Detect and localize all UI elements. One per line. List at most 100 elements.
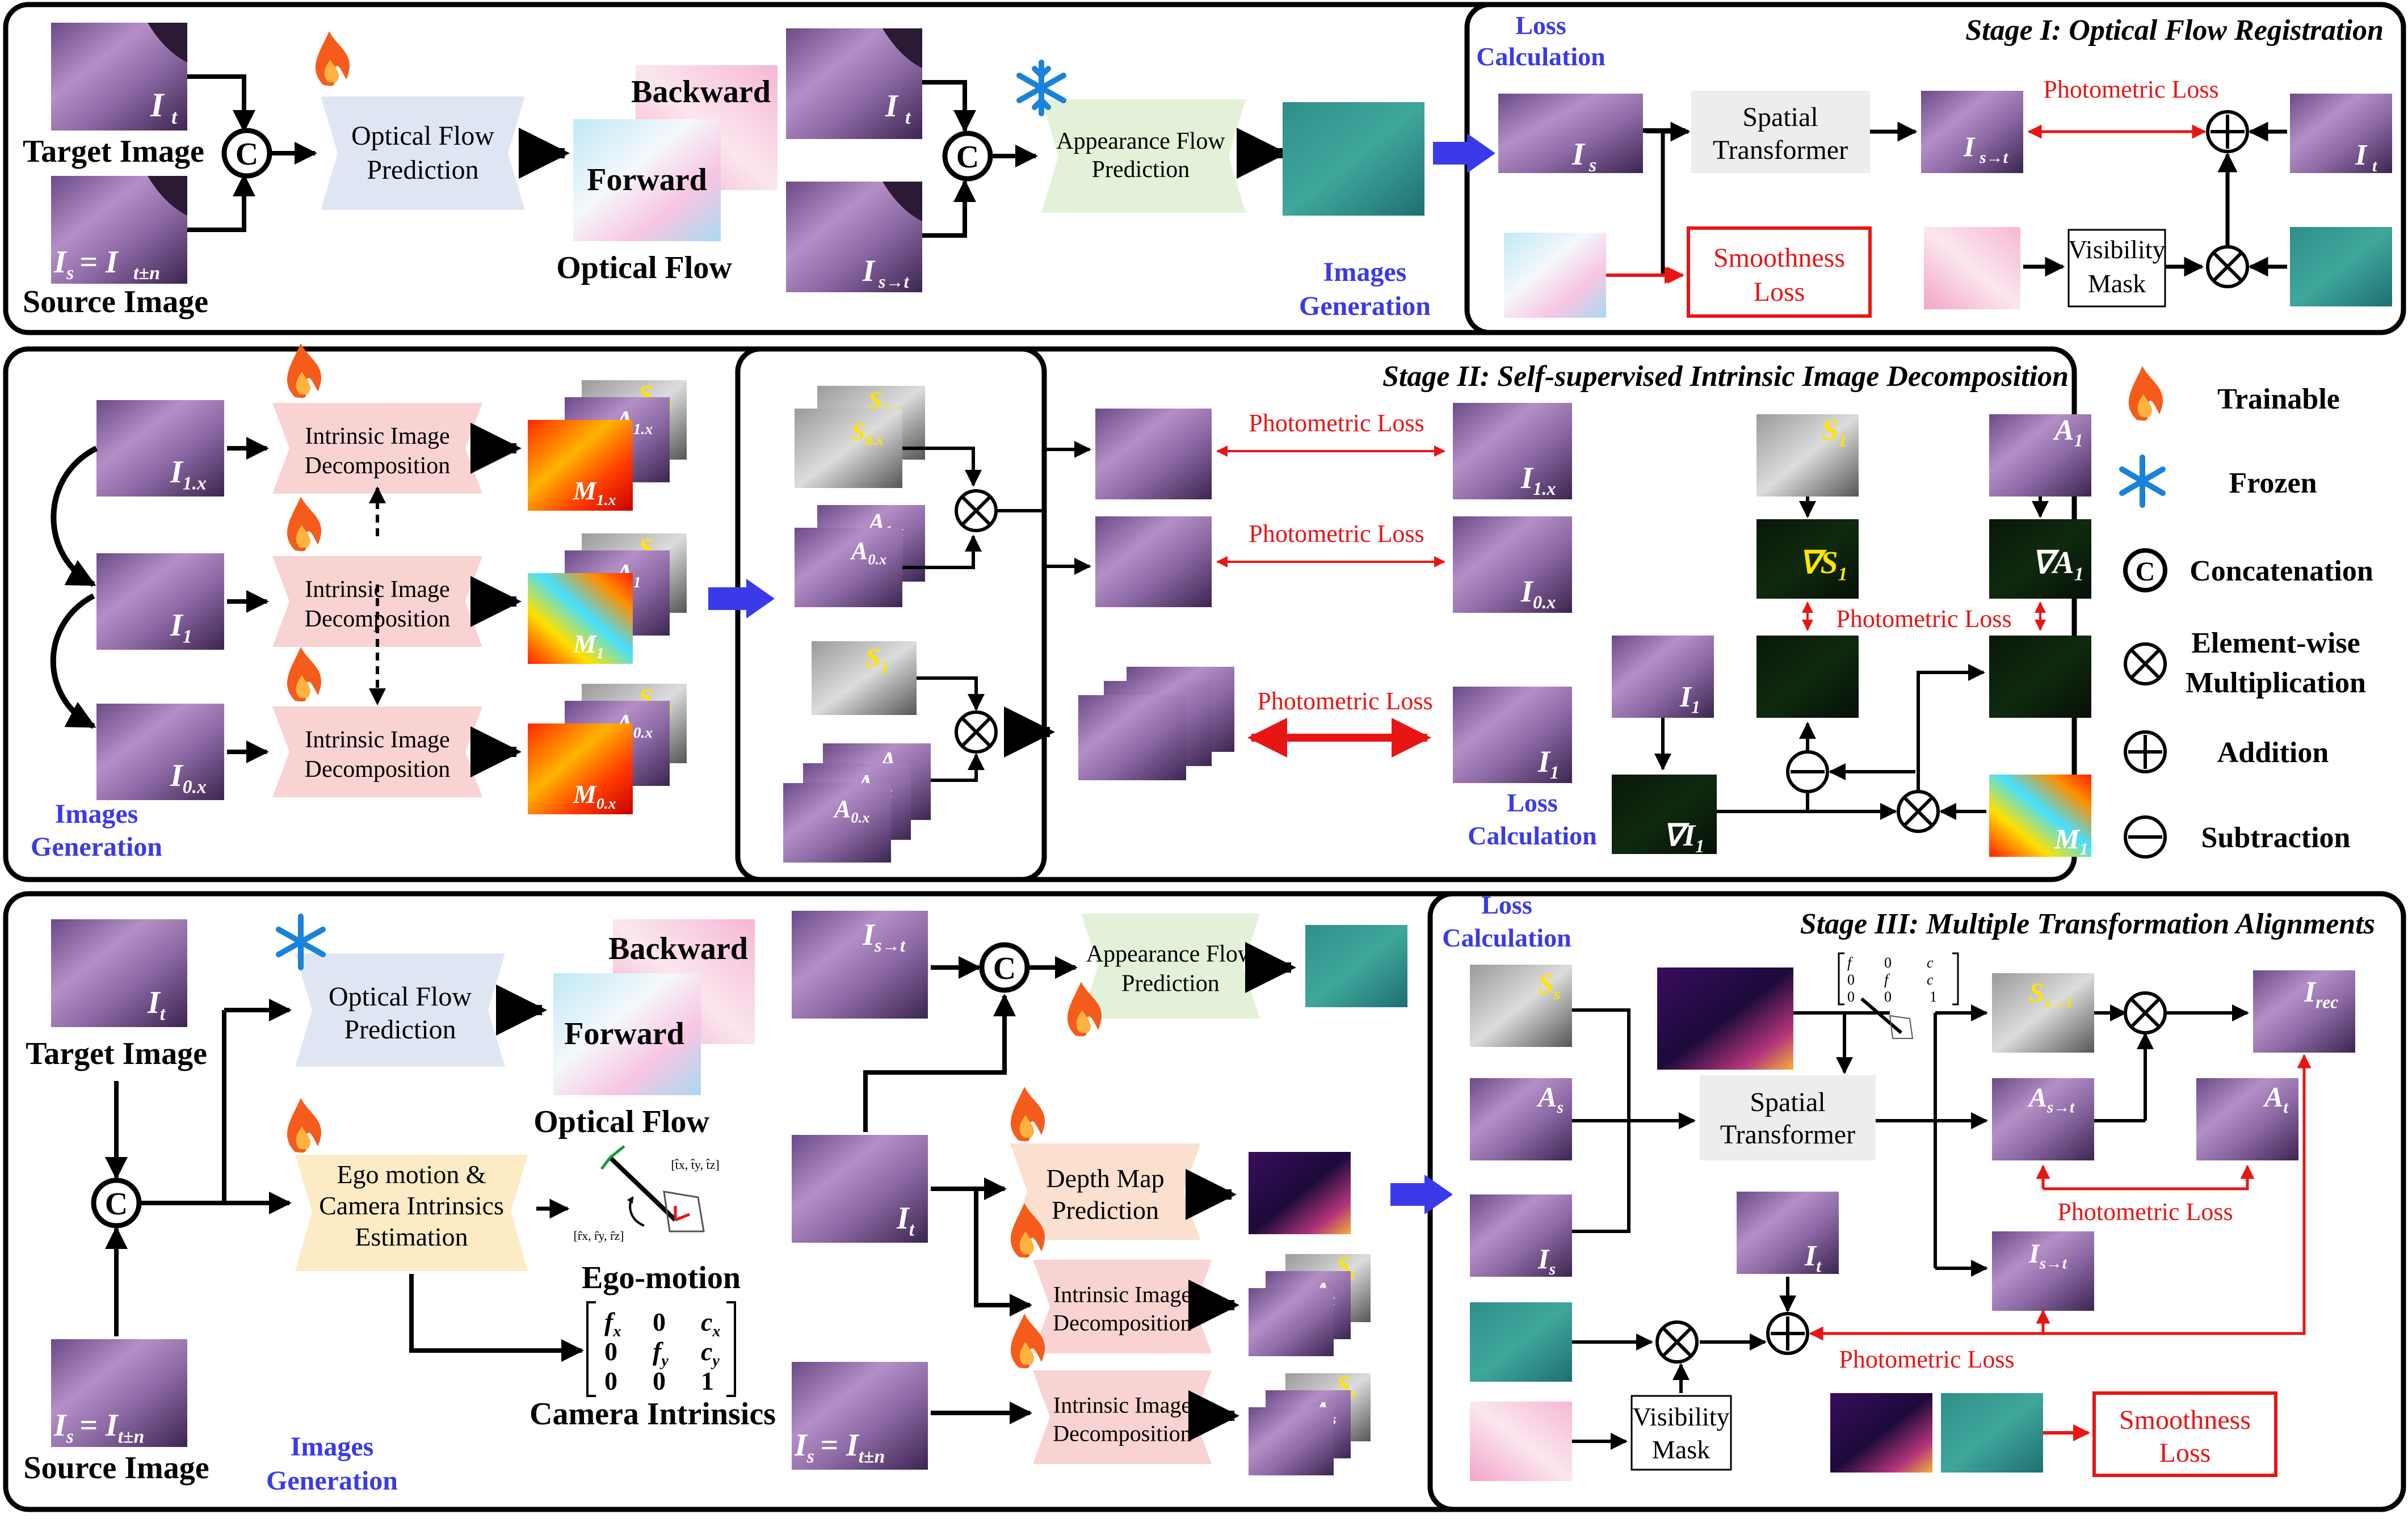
svg-text:Optical Flow: Optical Flow xyxy=(351,121,494,151)
stage3-irec-label: Irec xyxy=(2304,976,2338,1012)
stage1-concat-icon: C xyxy=(221,128,272,179)
stage3-intrinsic-box-2-label: Intrinsic Image xyxy=(1053,1393,1191,1418)
stage2-images-generation: Images xyxy=(55,799,138,829)
stage2-mask-label: M0.x xyxy=(573,780,616,812)
stage3-visibility-label-1: Visibility xyxy=(1632,1402,1729,1431)
stage3-ss-image xyxy=(1470,965,1572,1047)
svg-text:fy: fy xyxy=(653,1337,669,1370)
stage2-grad-a1-image xyxy=(1989,519,2091,599)
stage2-mask-image xyxy=(528,723,633,814)
svg-text:Generation: Generation xyxy=(1299,291,1431,321)
legend-addition-icon xyxy=(2124,730,2167,773)
ego-translation-label: [r̂x, r̂y, r̂z] xyxy=(574,1229,624,1243)
stage3-camera-intrinsics-label: Camera Intrinsics xyxy=(529,1396,776,1432)
stage1-it-loss-image: I t xyxy=(2290,94,2392,175)
legend-trainable: Trainable xyxy=(2217,383,2340,415)
svg-text:s: s xyxy=(66,263,74,284)
stage3-it-label: It xyxy=(896,1201,915,1240)
stage1-images-generation: Images xyxy=(1323,257,1407,287)
stage2-mask-label: M1 xyxy=(573,629,604,662)
stage3-visibility-label-2: Mask xyxy=(1652,1435,1710,1464)
stage3-optical-flow-box-label: Optical Flow xyxy=(329,982,472,1012)
stage2-i0x-image xyxy=(1453,516,1572,613)
stage2-intrinsic-box-label: Intrinsic Image xyxy=(305,727,449,753)
stage3-it-loss-image xyxy=(1737,1192,1839,1274)
stage3-as-image xyxy=(1470,1078,1572,1160)
stage3-intrinsic-box-1-label: Intrinsic Image xyxy=(1053,1282,1191,1307)
stage3-ego-motion-label: Ego-motion xyxy=(582,1260,741,1295)
flame-icon xyxy=(1010,1314,1045,1369)
svg-text:Prediction: Prediction xyxy=(1092,157,1190,183)
stage2-input-label: I1 xyxy=(170,608,192,647)
stage2-grad-a1-label: ∇A1 xyxy=(2032,545,2084,584)
stage2-s1-top-label: S1 xyxy=(1822,414,1847,450)
snowflake-icon xyxy=(276,914,326,970)
stage3-source2-label: Is xyxy=(794,1428,814,1467)
stage2-input-image xyxy=(96,553,224,650)
stage3-optical-flow-box xyxy=(295,953,505,1067)
stage2-a0x-b-image xyxy=(783,783,891,863)
multiplication-icon xyxy=(2206,245,2249,288)
ego-motion-icon xyxy=(600,1145,705,1232)
svg-text:I: I xyxy=(862,254,876,288)
stage1-forward-label: Forward xyxy=(587,162,707,197)
stage1-title: Stage I: Optical Flow Registration xyxy=(1965,14,2384,47)
stage3-ego-label-3: Estimation xyxy=(355,1222,468,1251)
stage2-recon-0x-image xyxy=(1095,516,1212,607)
stage2-left-panel xyxy=(3,346,1047,882)
stage3-optical-flow-box-label2: Prediction xyxy=(344,1015,456,1045)
stage3-depth-image xyxy=(1249,1152,1351,1234)
svg-text:0: 0 xyxy=(653,1366,666,1395)
svg-text:Transformer: Transformer xyxy=(1713,135,1848,165)
stage2-m1-image xyxy=(1989,775,2091,857)
stage3-as-label: As xyxy=(1536,1081,1564,1117)
svg-text:f: f xyxy=(1884,971,1890,988)
stage3-forward-image xyxy=(553,973,701,1095)
stage3-title: Stage III: Multiple Transformation Align… xyxy=(1800,908,2375,940)
stage2-stack-image-1 xyxy=(1078,695,1186,780)
stage2-mask-image xyxy=(528,420,633,511)
svg-text:0: 0 xyxy=(1847,971,1855,988)
stage1-it-image: I t xyxy=(786,28,922,139)
flame-icon xyxy=(315,31,350,86)
stage3-ast-image xyxy=(1992,1078,2094,1160)
svg-text:t: t xyxy=(2372,157,2378,175)
svg-text:c: c xyxy=(1927,954,1934,971)
stage2-intrinsic-box-label: Intrinsic Image xyxy=(305,423,449,449)
svg-text:Prediction: Prediction xyxy=(367,155,478,185)
stage2-photometric-label-4: Photometric Loss xyxy=(1836,605,2011,633)
stage3-depth-loss-image xyxy=(1657,967,1793,1070)
stage3-smoothness-box xyxy=(2092,1391,2277,1477)
stage2-intrinsic-box xyxy=(272,403,482,494)
svg-text:0: 0 xyxy=(1847,988,1855,1005)
svg-text:0: 0 xyxy=(653,1307,666,1336)
legend-flame-icon xyxy=(2128,366,2163,421)
flame-icon xyxy=(1010,1087,1045,1142)
multiplication-icon xyxy=(955,489,998,532)
stage2-i0x-label: I0.x xyxy=(1520,574,1556,613)
stage3-smooth-appearance-image xyxy=(1941,1393,2043,1473)
stage3-visibility-mask-box xyxy=(1630,1395,1732,1471)
svg-text:I: I xyxy=(1571,137,1586,172)
stage3-smooth-depth-image xyxy=(1830,1393,1932,1473)
svg-text:C: C xyxy=(236,137,258,172)
stage1-loss-calc: Loss xyxy=(1515,11,1566,40)
stage2-grad-s1-label: ∇S1 xyxy=(1799,545,1847,584)
stage3-target-image-label: It xyxy=(147,985,166,1024)
stage3-appearance-flow-box-label: Appearance Flow xyxy=(1086,941,1255,967)
svg-text:Calculation: Calculation xyxy=(1476,42,1605,71)
stage3-source-label: Source Image xyxy=(23,1450,209,1486)
stage2-input-label: I1.x xyxy=(170,455,207,494)
svg-text:s→t: s→t xyxy=(1979,148,2009,167)
stage3-intrinsic-box-2-label2: Decomposition xyxy=(1053,1421,1191,1446)
flame-icon xyxy=(287,343,322,398)
concat-icon: C xyxy=(91,1177,142,1229)
stage3-photometric-label-1: Photometric Loss xyxy=(2057,1198,2233,1226)
stage3-at-image xyxy=(2196,1078,2298,1160)
stage3-ego-box xyxy=(295,1155,528,1271)
stage2-s1-top-image xyxy=(1756,414,1859,497)
stage2-title: Stage II: Self-supervised Intrinsic Imag… xyxy=(1382,360,2069,393)
stage2-i1-label: I1 xyxy=(1537,744,1559,783)
stage3-ist-label: Is→t xyxy=(862,918,906,956)
multiplication-icon xyxy=(955,710,998,754)
